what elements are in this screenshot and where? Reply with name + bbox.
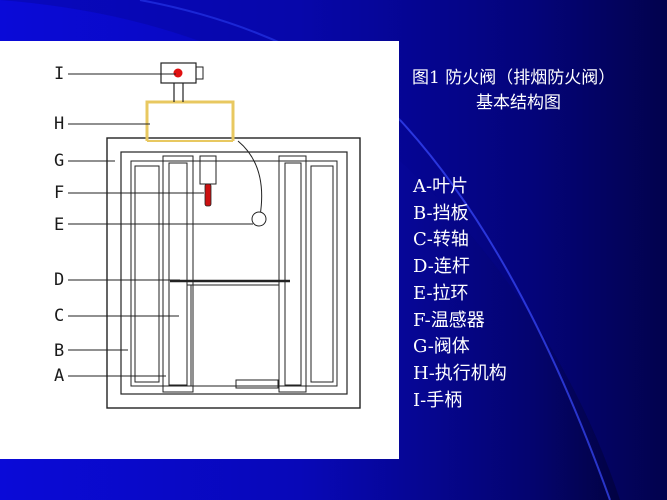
label-c: C [54, 306, 64, 326]
figure-caption: 图1 防火阀（排烟防火阀） 基本结构图 [412, 66, 662, 116]
label-g: G [54, 151, 64, 171]
diagram-panel: I H G F E D C B A [0, 41, 399, 459]
caption-line-1: 图1 防火阀（排烟防火阀） [412, 68, 616, 88]
handle-red-dot [173, 68, 183, 78]
legend-item-g: G-阀体 [413, 336, 470, 358]
label-d: D [54, 270, 64, 290]
legend-item-f: F-温感器 [413, 309, 485, 331]
legend-item-i: I-手柄 [413, 389, 463, 411]
sensor-housing [199, 155, 217, 185]
handle-knob [195, 66, 204, 80]
blade-right-inner [284, 162, 302, 386]
pull-cable [237, 140, 263, 217]
legend-item-e: E-拉环 [413, 282, 469, 304]
label-b: B [54, 341, 64, 361]
label-a: A [54, 366, 64, 386]
legend-item-h: H-执行机构 [413, 362, 507, 384]
actuator-frame [145, 100, 235, 141]
label-h: H [54, 114, 64, 134]
valve-body-inner [120, 151, 348, 395]
component-legend: A-叶片 B-挡板 C-转轴 D-连杆 E-拉环 F-温感器 G-阀体 H-执行… [413, 174, 507, 414]
baffle-left [134, 165, 160, 383]
blade-far-right [310, 165, 334, 383]
valve-body-inner2 [130, 160, 338, 387]
pull-ring [251, 211, 267, 227]
sensor-element [204, 183, 212, 207]
legend-item-a: A-叶片 [413, 176, 469, 197]
blade-left-outer [162, 155, 194, 393]
legend-item-d: D-连杆 [413, 256, 470, 278]
blade-left-inner [168, 162, 188, 386]
caption-line-2: 基本结构图 [476, 93, 561, 113]
label-i: I [54, 64, 64, 84]
blade-right-outer [278, 155, 307, 393]
legend-item-b: B-挡板 [413, 202, 469, 224]
legend-item-c: C-转轴 [413, 229, 469, 251]
bottom-strip [235, 379, 279, 389]
label-e: E [54, 215, 64, 235]
label-f: F [54, 183, 64, 203]
fire-damper-diagram: I H G F E D C B A [54, 62, 361, 409]
valve-body-outer [106, 137, 361, 409]
